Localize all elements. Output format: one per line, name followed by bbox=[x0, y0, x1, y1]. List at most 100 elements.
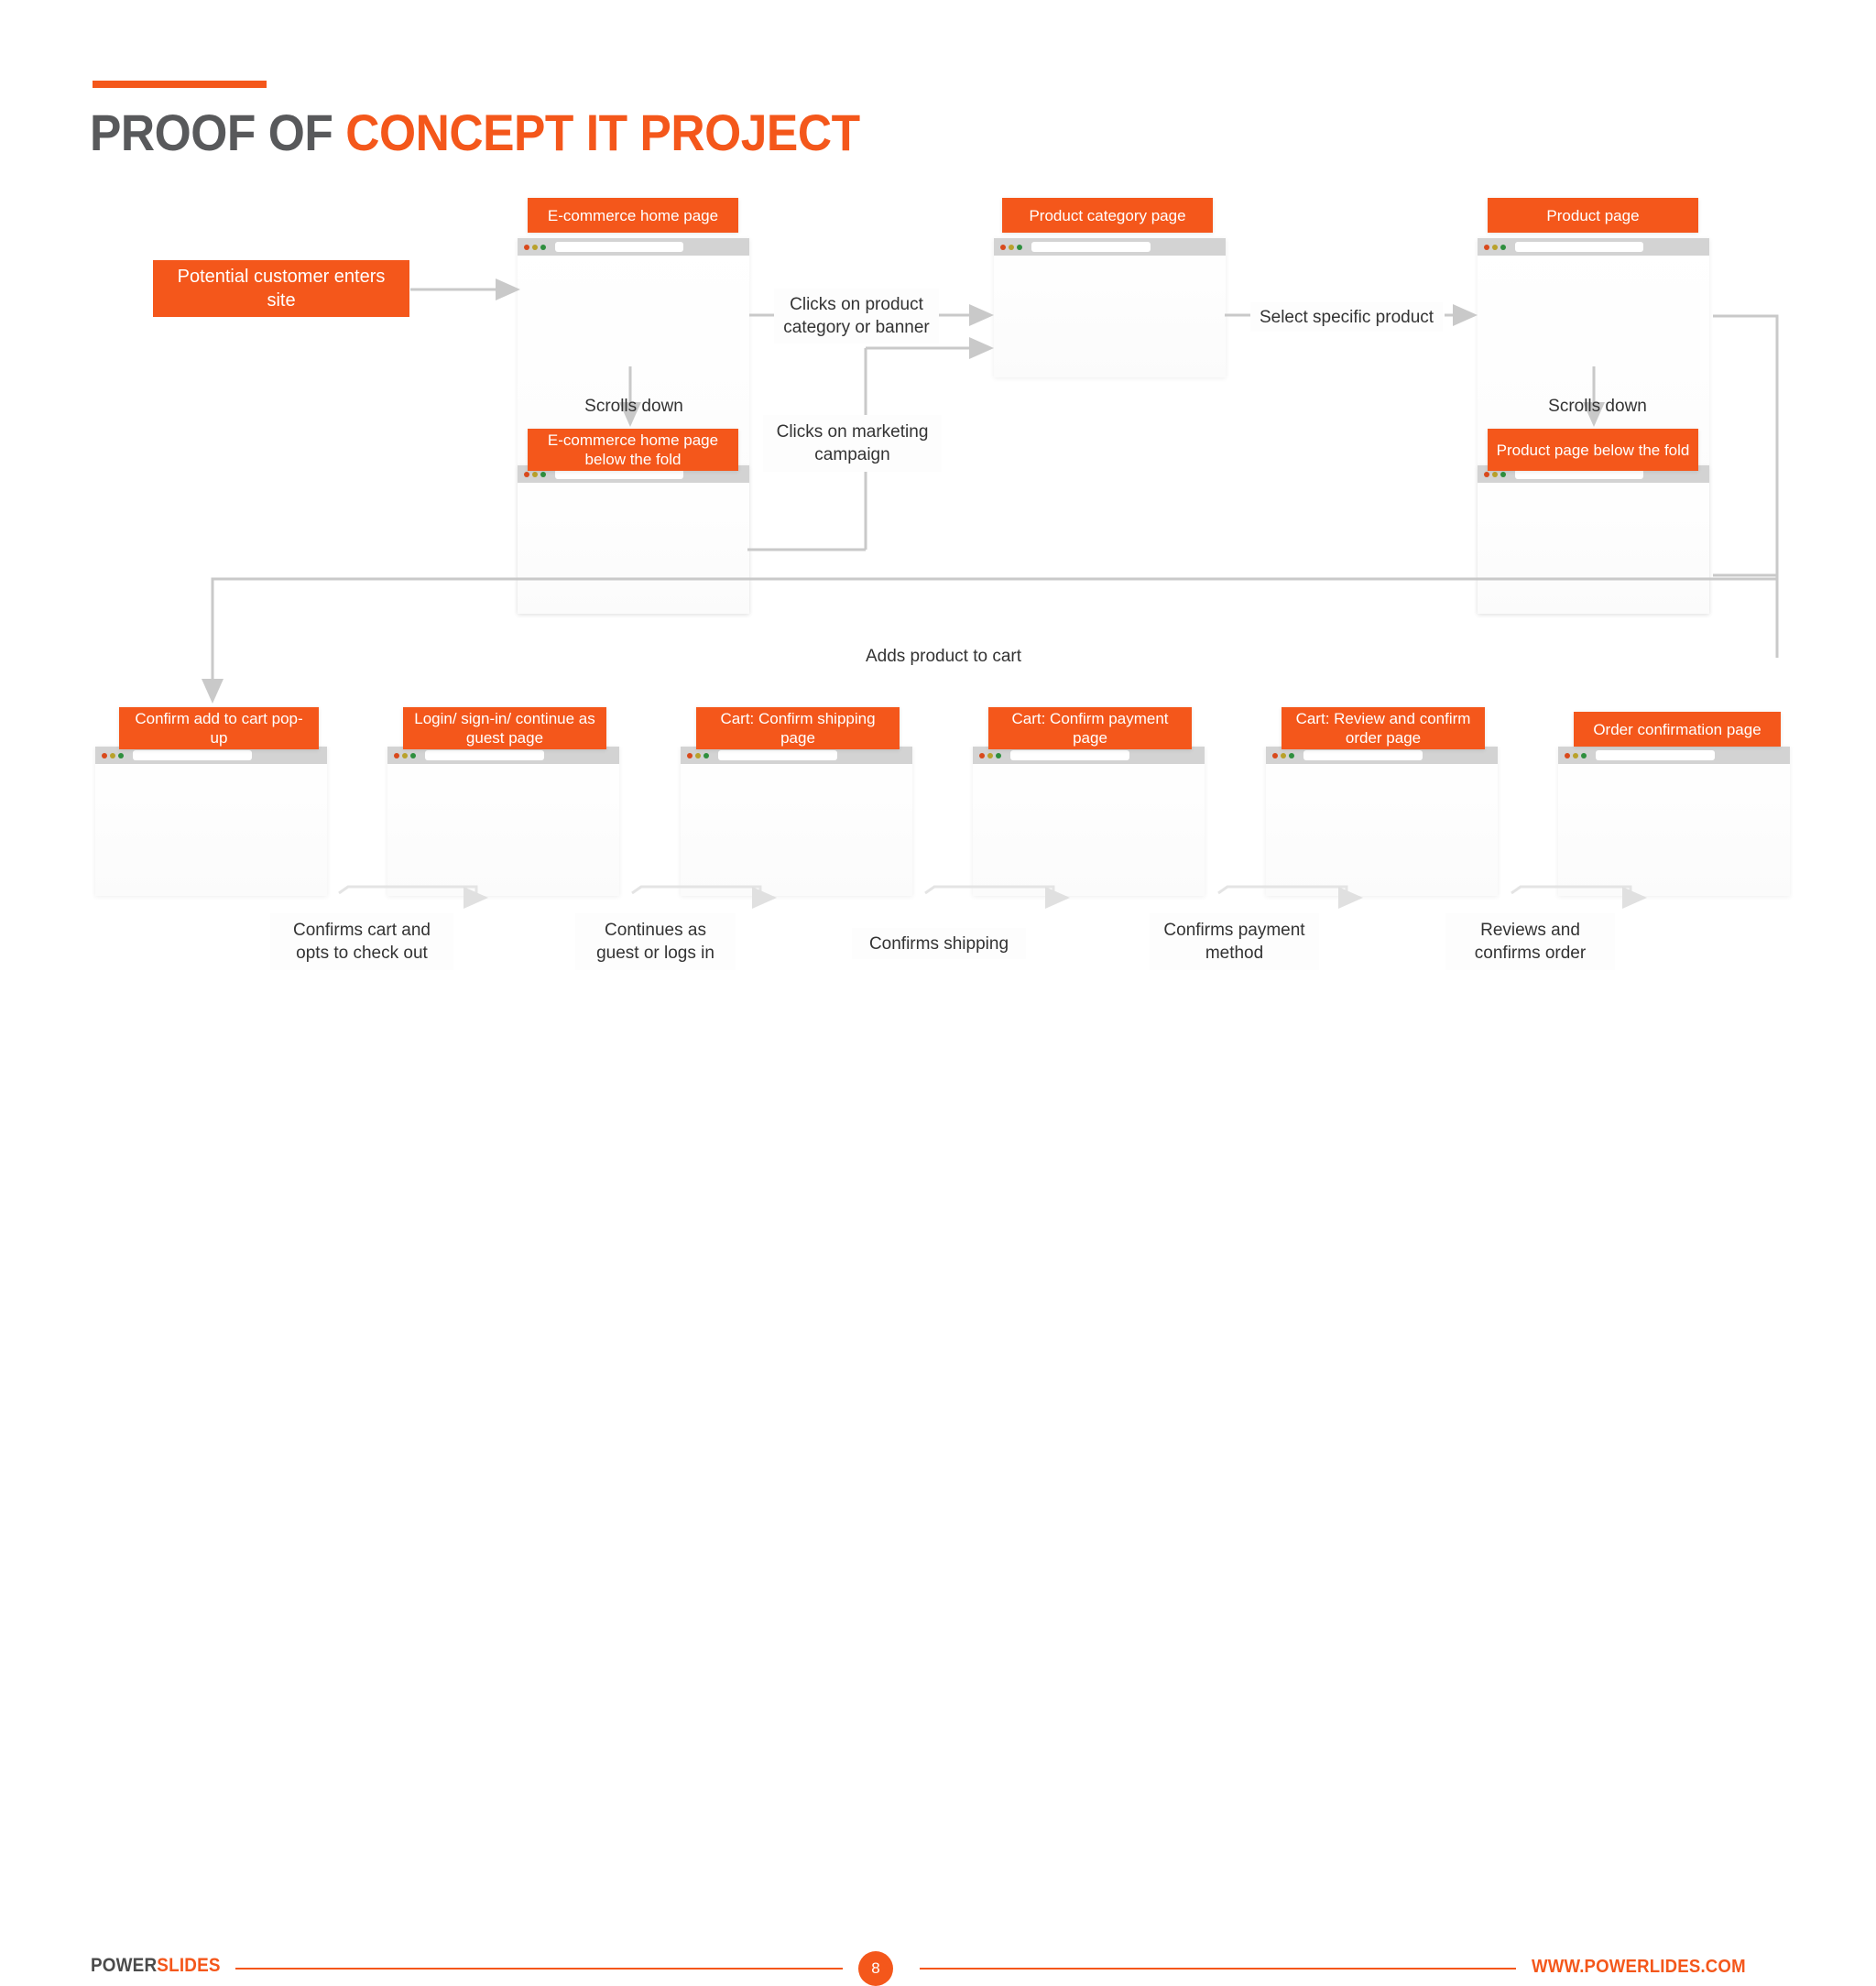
browser-url-bar[interactable] bbox=[718, 750, 837, 760]
close-dot-icon bbox=[394, 752, 399, 758]
title-accent-rule bbox=[93, 81, 267, 88]
browser-mock-order-confirm[interactable] bbox=[1558, 747, 1790, 896]
node-label-home-below[interactable]: E-commerce home page below the fold bbox=[528, 429, 738, 471]
minimize-dot-icon bbox=[1009, 244, 1014, 250]
browser-screen bbox=[95, 747, 327, 896]
chip-text: Product page below the fold bbox=[1496, 441, 1690, 459]
brand-logo-part1: POWER bbox=[91, 1955, 158, 1976]
node-label-order-confirm[interactable]: Order confirmation page bbox=[1574, 712, 1781, 747]
browser-titlebar bbox=[95, 747, 327, 764]
maximize-dot-icon bbox=[704, 752, 709, 758]
connector-label-scrolls-down-product: Scrolls down bbox=[1548, 396, 1647, 416]
browser-titlebar bbox=[387, 747, 619, 764]
browser-screen bbox=[994, 238, 1226, 377]
node-label-review[interactable]: Cart: Review and confirm order page bbox=[1282, 707, 1485, 749]
browser-screen bbox=[1558, 747, 1790, 896]
minimize-dot-icon bbox=[110, 752, 115, 758]
connector-label-reviews-order: Reviews and confirms order bbox=[1445, 913, 1615, 970]
minimize-dot-icon bbox=[532, 471, 538, 477]
browser-url-bar[interactable] bbox=[555, 242, 683, 252]
minimize-dot-icon bbox=[695, 752, 701, 758]
close-dot-icon bbox=[1484, 244, 1489, 250]
node-label-shipping[interactable]: Cart: Confirm shipping page bbox=[696, 707, 900, 749]
close-dot-icon bbox=[102, 752, 107, 758]
browser-url-bar[interactable] bbox=[1515, 242, 1643, 252]
browser-mock-home-below[interactable] bbox=[518, 465, 749, 614]
minimize-dot-icon bbox=[987, 752, 993, 758]
footer: POWERSLIDES 8 WWW.POWERLIDES.COM bbox=[0, 973, 1876, 1986]
minimize-dot-icon bbox=[1573, 752, 1578, 758]
footer-website-url: WWW.POWERLIDES.COM bbox=[1532, 1957, 1746, 1977]
node-label-payment[interactable]: Cart: Confirm payment page bbox=[988, 707, 1192, 749]
maximize-dot-icon bbox=[1289, 752, 1294, 758]
close-dot-icon bbox=[979, 752, 985, 758]
browser-url-bar[interactable] bbox=[1303, 750, 1423, 760]
browser-url-bar[interactable] bbox=[555, 469, 683, 479]
browser-screen bbox=[1266, 747, 1498, 896]
maximize-dot-icon bbox=[1017, 244, 1022, 250]
connector-label-confirms-shipping: Confirms shipping bbox=[852, 928, 1026, 959]
connector-label-continues-guest: Continues as guest or logs in bbox=[575, 913, 736, 970]
page-title: PROOF OF CONCEPT IT PROJECT bbox=[90, 103, 860, 162]
chip-text: Cart: Review and confirm order page bbox=[1295, 710, 1471, 747]
chip-text: Product category page bbox=[1029, 206, 1186, 224]
node-label-product-below[interactable]: Product page below the fold bbox=[1488, 429, 1698, 471]
chip-text: E-commerce home page bbox=[547, 206, 719, 224]
close-dot-icon bbox=[524, 471, 529, 477]
browser-url-bar[interactable] bbox=[1596, 750, 1715, 760]
node-label-product[interactable]: Product page bbox=[1488, 198, 1698, 233]
maximize-dot-icon bbox=[996, 752, 1001, 758]
connector-label-confirms-payment: Confirms payment method bbox=[1150, 913, 1319, 970]
node-label-login[interactable]: Login/ sign-in/ continue as guest page bbox=[403, 707, 606, 749]
browser-url-bar[interactable] bbox=[133, 750, 252, 760]
chip-text: Confirm add to cart pop-up bbox=[135, 710, 303, 747]
page-title-part2: CONCEPT IT PROJECT bbox=[345, 104, 860, 161]
close-dot-icon bbox=[524, 244, 529, 250]
browser-titlebar bbox=[973, 747, 1205, 764]
node-potential-customer[interactable]: Potential customer enters site bbox=[153, 260, 409, 317]
minimize-dot-icon bbox=[402, 752, 408, 758]
node-label-home[interactable]: E-commerce home page bbox=[528, 198, 738, 233]
browser-titlebar bbox=[1558, 747, 1790, 764]
node-label-confirm-cart[interactable]: Confirm add to cart pop-up bbox=[119, 707, 319, 749]
browser-mock-payment[interactable] bbox=[973, 747, 1205, 896]
minimize-dot-icon bbox=[1492, 471, 1498, 477]
node-label-category[interactable]: Product category page bbox=[1002, 198, 1213, 233]
close-dot-icon bbox=[1272, 752, 1278, 758]
chip-text: Order confirmation page bbox=[1593, 720, 1761, 738]
browser-screen bbox=[973, 747, 1205, 896]
browser-mock-category[interactable] bbox=[994, 238, 1226, 377]
connector-label-clicks-category: Clicks on product category or banner bbox=[774, 289, 939, 344]
connector-label-scrolls-down-home: Scrolls down bbox=[584, 396, 683, 416]
connector-label-adds-to-cart: Adds product to cart bbox=[865, 646, 1022, 666]
minimize-dot-icon bbox=[1281, 752, 1286, 758]
browser-mock-product-below[interactable] bbox=[1478, 465, 1709, 614]
brand-logo-part2: SLIDES bbox=[157, 1955, 221, 1976]
close-dot-icon bbox=[687, 752, 693, 758]
browser-titlebar bbox=[994, 238, 1226, 256]
close-dot-icon bbox=[1000, 244, 1006, 250]
browser-mock-review[interactable] bbox=[1266, 747, 1498, 896]
browser-mock-login[interactable] bbox=[387, 747, 619, 896]
browser-url-bar[interactable] bbox=[425, 750, 544, 760]
maximize-dot-icon bbox=[1500, 471, 1506, 477]
minimize-dot-icon bbox=[532, 244, 538, 250]
close-dot-icon bbox=[1484, 471, 1489, 477]
browser-url-bar[interactable] bbox=[1515, 469, 1643, 479]
browser-mock-shipping[interactable] bbox=[681, 747, 912, 896]
footer-divider-right bbox=[920, 1968, 1516, 1970]
browser-url-bar[interactable] bbox=[1031, 242, 1151, 252]
page-title-part1: PROOF OF bbox=[90, 104, 346, 161]
page-number-badge: 8 bbox=[858, 1951, 893, 1986]
connector-label-clicks-marketing: Clicks on marketing campaign bbox=[763, 415, 942, 472]
chip-text: Product page bbox=[1546, 206, 1640, 224]
browser-titlebar bbox=[1478, 238, 1709, 256]
browser-screen bbox=[1478, 465, 1709, 614]
connector-label-confirms-cart: Confirms cart and opts to check out bbox=[270, 913, 453, 970]
browser-screen bbox=[681, 747, 912, 896]
maximize-dot-icon bbox=[1581, 752, 1587, 758]
browser-titlebar bbox=[681, 747, 912, 764]
browser-url-bar[interactable] bbox=[1010, 750, 1129, 760]
browser-mock-confirm-cart[interactable] bbox=[95, 747, 327, 896]
browser-titlebar bbox=[518, 238, 749, 256]
